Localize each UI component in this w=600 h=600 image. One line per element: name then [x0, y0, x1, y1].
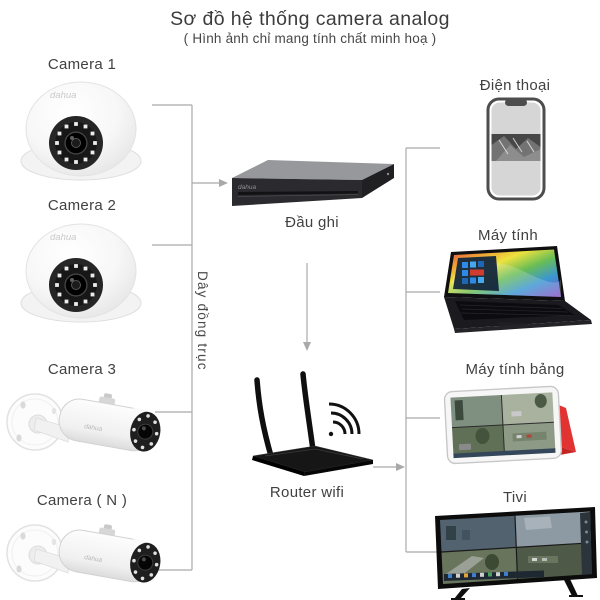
- tv-leg-right: [564, 579, 578, 596]
- cameraN-bullet-icon: [5, 515, 167, 588]
- wifi-waves-icon: [328, 402, 361, 435]
- page-subtitle: ( Hình ảnh chỉ mang tính chất minh hoạ ): [183, 31, 437, 46]
- tv-camera-grid: [440, 511, 592, 584]
- arrowheads: [219, 179, 405, 471]
- tablet-camera-grid: [450, 392, 556, 459]
- tv-icon: [435, 507, 597, 600]
- laptop-icon: [444, 246, 592, 333]
- laptop-start-menu: [453, 256, 499, 291]
- tablet-label: Máy tính bảng: [465, 361, 565, 378]
- tablet-icon: [443, 385, 576, 465]
- tv-label: Tivi: [503, 489, 527, 506]
- phone-camera-footage: [491, 134, 541, 161]
- dvr-label: Đầu ghi: [285, 214, 339, 231]
- router-antenna-right: [300, 371, 316, 453]
- tv-leg-left: [454, 588, 470, 599]
- laptop-label: Máy tính: [478, 227, 538, 244]
- phone-notch: [505, 99, 527, 106]
- router-label: Router wifi: [269, 484, 345, 501]
- camera2-label: Camera 2: [47, 197, 117, 214]
- tv-toolbar: [444, 570, 544, 581]
- camera3-label: Camera 3: [47, 361, 117, 378]
- camera1-label: Camera 1: [47, 56, 117, 73]
- camera2-dome-icon: [20, 223, 142, 323]
- phone-label: Điện thoại: [479, 77, 551, 94]
- dvr-brand-text: dahua: [238, 184, 256, 191]
- router-icon: [252, 371, 374, 476]
- camera3-bullet-icon: [5, 384, 167, 457]
- page-title: Sơ đồ hệ thống camera analog: [170, 8, 450, 30]
- coax-cable-label: Dây đồng trục: [195, 271, 210, 371]
- camera1-dome-icon: [20, 81, 142, 181]
- cameraN-label: Camera ( N ): [36, 492, 128, 509]
- router-antenna-left: [254, 377, 274, 459]
- dvr-icon: dahua: [232, 160, 394, 206]
- phone-icon: [486, 97, 546, 201]
